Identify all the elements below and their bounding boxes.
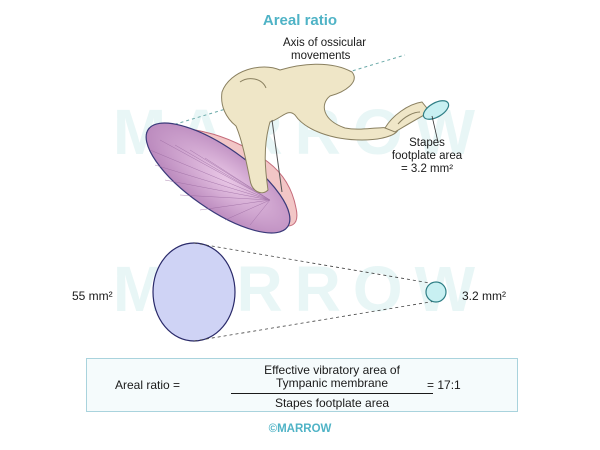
- footplate-area-ellipse: [425, 281, 447, 303]
- denominator: Stapes footplate area: [274, 396, 390, 410]
- stapes-label-line3: = 3.2 mm²: [400, 163, 454, 175]
- ratio-fraction: Effective vibratory area of Tympanic mem…: [227, 364, 437, 410]
- projection-line-bottom: [193, 300, 437, 342]
- tympanic-membrane: [145, 122, 298, 234]
- ossicles: [221, 63, 399, 194]
- fraction-bar: [231, 393, 433, 394]
- stapes-label: Stapes footplate area = 3.2 mm²: [372, 137, 482, 176]
- footplate-area-label: 3.2 mm²: [462, 289, 507, 303]
- formula-box: Areal ratio = Effective vibratory area o…: [86, 358, 518, 412]
- numerator-line2: Tympanic membrane: [275, 376, 389, 390]
- axis-label-line1: Axis of ossicular: [283, 37, 367, 49]
- stapes: [384, 100, 450, 133]
- page-title: Areal ratio: [262, 12, 338, 29]
- stapes-label-line1: Stapes: [409, 137, 445, 149]
- ratio-label: Areal ratio =: [115, 378, 181, 392]
- numerator-line1: Effective vibratory area of: [264, 363, 400, 377]
- projection-line-top: [193, 242, 437, 285]
- tympanic-area-ellipse: [152, 242, 236, 342]
- stapes-leader-line: [431, 115, 439, 143]
- axis-label-line2: movements: [291, 50, 351, 62]
- ratio-value: = 17:1: [427, 378, 461, 392]
- footer-brand: ©MARROW: [268, 423, 332, 435]
- tympanic-area-label: 55 mm²: [72, 289, 113, 303]
- stapes-label-line2: footplate area: [391, 150, 463, 162]
- axis-label: Axis of ossicular movements: [283, 37, 366, 63]
